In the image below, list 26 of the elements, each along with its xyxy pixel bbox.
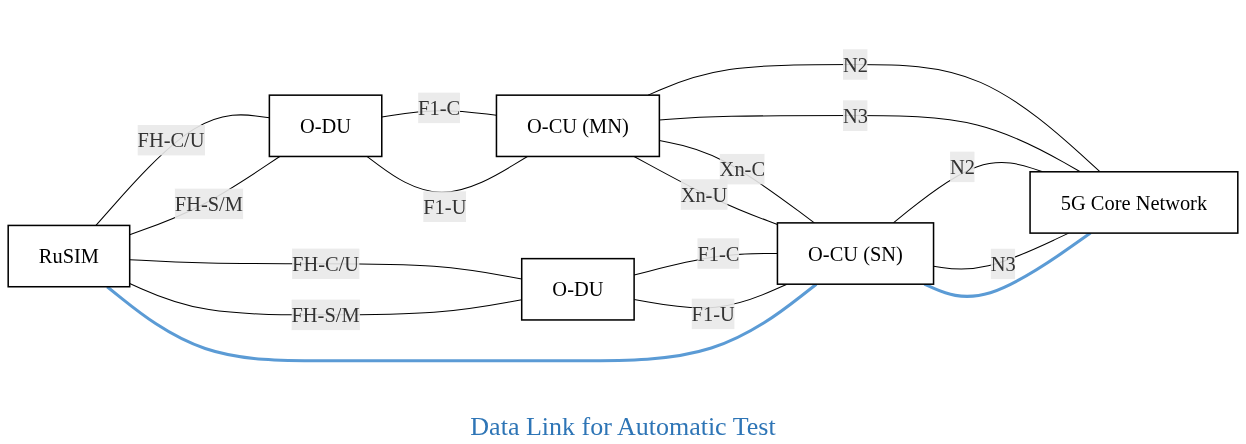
connector bbox=[633, 155, 778, 225]
edge-label: F1-U bbox=[691, 302, 735, 326]
edge-label: FH-S/M bbox=[174, 192, 243, 216]
edge-label: F1-C bbox=[418, 96, 461, 120]
connector bbox=[647, 64, 1101, 173]
connector bbox=[129, 155, 281, 236]
edge-label: N2 bbox=[843, 53, 868, 76]
edge-label: N2 bbox=[950, 155, 976, 179]
edge-label: FH-C/U bbox=[292, 252, 360, 275]
node-box: O-CU (MN) bbox=[495, 94, 661, 158]
edge-label: Xn-U bbox=[680, 183, 728, 206]
edge-label: F1-C bbox=[697, 242, 740, 265]
edge-label: F1-U bbox=[423, 195, 467, 218]
edge-label: FH-C/U bbox=[137, 128, 205, 152]
node-box: O-DU bbox=[268, 94, 383, 158]
caption-text: Data Link for Automatic Test bbox=[470, 411, 776, 443]
node-box: O-CU (SN) bbox=[776, 222, 935, 285]
edge-label: N3 bbox=[843, 104, 868, 127]
edge-label: N3 bbox=[990, 252, 1016, 276]
node-box: 5G Core Network bbox=[1029, 171, 1239, 234]
connector bbox=[366, 155, 528, 193]
edge-label: FH-S/M bbox=[291, 303, 360, 327]
connector bbox=[95, 114, 270, 226]
edge-label: Xn-C bbox=[719, 157, 766, 181]
node-box: O-DU bbox=[520, 257, 635, 321]
node-box: RuSIM bbox=[7, 224, 131, 288]
